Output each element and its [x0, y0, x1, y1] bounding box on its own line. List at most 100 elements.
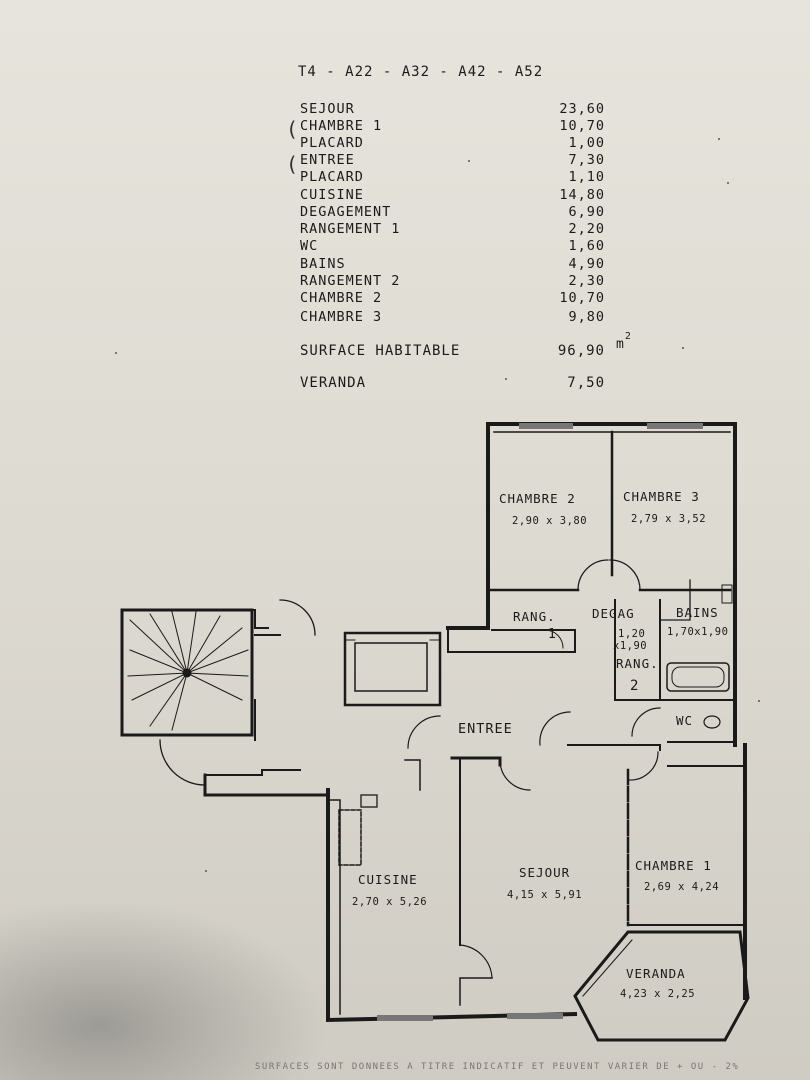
wall — [659, 579, 691, 621]
surface-unit: m2 — [616, 331, 632, 352]
door-arc — [407, 715, 441, 749]
room-dims-chambre-2: 2,90 x 3,80 — [512, 515, 588, 527]
placard — [354, 642, 428, 692]
scan-speck — [682, 347, 684, 349]
door-arc — [631, 707, 661, 737]
room-dims-degag-2: x1,90 — [613, 640, 648, 652]
wall — [614, 599, 661, 701]
room-label-chambre-2: CHAMBRE 2 — [499, 491, 576, 506]
staircase — [120, 608, 254, 737]
surface-value: 14,80 — [559, 187, 605, 203]
wall — [244, 609, 269, 629]
surface-label: WC — [300, 238, 319, 254]
room-dims-veranda: 4,23 x 2,25 — [620, 988, 696, 1000]
surface-value: 1,60 — [568, 238, 605, 254]
room-dims-degag-1: 1,20 — [618, 628, 646, 640]
surface-label: DEGAGEMENT — [300, 204, 392, 220]
surface-value: 7,30 — [568, 152, 605, 168]
surface-row: RANGEMENT 1 2,20 — [0, 221, 810, 239]
footer-note: SURFACES SONT DONNEES A TITRE INDICATIF … — [255, 1062, 740, 1072]
scan-speck — [758, 700, 760, 702]
wall — [447, 627, 576, 653]
veranda-wall — [573, 930, 750, 1042]
room-number-rang-2: 2 — [630, 678, 640, 694]
surface-label: CHAMBRE 1 — [300, 118, 383, 134]
unit-exponent: 2 — [624, 331, 632, 342]
cooktop — [338, 809, 362, 866]
surface-row: CUISINE 14,80 — [0, 187, 810, 205]
room-label-rang-1: RANG. — [513, 609, 556, 624]
surface-row: SEJOUR 23,60 — [0, 101, 810, 119]
surface-label: SEJOUR — [300, 101, 355, 117]
surface-habitable-label: SURFACE HABITABLE — [300, 343, 461, 359]
surface-label: ENTREE — [300, 152, 355, 168]
veranda-wall — [582, 939, 633, 997]
wall — [343, 631, 442, 707]
room-number-rang-1: 1 — [548, 627, 557, 642]
surface-habitable-value: 96,90 — [557, 343, 605, 359]
surface-row: DEGAGEMENT 6,90 — [0, 204, 810, 222]
sink — [721, 584, 733, 604]
wall — [203, 773, 330, 797]
scan-speck — [727, 182, 729, 184]
surface-row: ENTREE 7,30 — [0, 152, 810, 170]
door-arc — [499, 759, 531, 791]
surface-label: PLACARD — [300, 169, 364, 185]
fridge — [360, 794, 378, 808]
surface-value: 2,30 — [568, 273, 605, 289]
wall — [544, 629, 564, 649]
room-label-cuisine: CUISINE — [358, 872, 418, 887]
surface-value: 6,90 — [568, 204, 605, 220]
wall — [254, 634, 281, 741]
room-dims-sejour: 4,15 x 5,91 — [507, 889, 583, 901]
room-label-sejour: SEJOUR — [519, 865, 571, 880]
surface-row: WC 1,60 — [0, 238, 810, 256]
surface-value: 9,80 — [568, 309, 605, 325]
wall — [404, 759, 421, 791]
wall — [491, 629, 576, 651]
room-label-veranda: VERANDA — [626, 966, 686, 981]
door-arc — [459, 944, 493, 979]
surface-value: 10,70 — [559, 290, 605, 306]
bathtub — [666, 662, 730, 692]
surface-label: PLACARD — [300, 135, 364, 151]
document-title: T4 - A22 - A32 - A42 - A52 — [298, 64, 544, 80]
unit-base: m — [616, 337, 625, 352]
wall — [204, 769, 301, 776]
room-label-degag: DEGAG — [592, 606, 635, 621]
outer-wall — [326, 788, 578, 1023]
room-label-bains: BAINS — [676, 605, 719, 620]
room-label-rang-2: RANG. — [616, 656, 659, 671]
door-arc — [159, 739, 206, 786]
room-dims-chambre-3: 2,79 x 3,52 — [631, 513, 707, 525]
bracket-mark: ( — [286, 117, 299, 141]
photo-shadow — [0, 900, 330, 1080]
surface-value: 4,90 — [568, 256, 605, 272]
veranda-label: VERANDA — [300, 375, 367, 391]
scan-speck — [205, 870, 207, 872]
room-dims-chambre-1: 2,69 x 4,24 — [644, 881, 720, 893]
surface-habitable-row: SURFACE HABITABLE 96,90 m2 — [0, 331, 810, 361]
surface-label: CUISINE — [300, 187, 364, 203]
door-arc — [627, 751, 659, 781]
surface-label: RANGEMENT 1 — [300, 221, 401, 237]
room-dims-cuisine: 2,70 x 5,26 — [352, 896, 428, 908]
room-label-wc: WC — [676, 713, 694, 728]
surface-label: CHAMBRE 2 — [300, 290, 383, 306]
scan-speck — [115, 352, 117, 354]
bathtub-inner — [671, 666, 725, 688]
surface-value: 23,60 — [559, 101, 605, 117]
room-label-entree: ENTREE — [458, 721, 513, 737]
surface-value: 10,70 — [559, 118, 605, 134]
surface-row: CHAMBRE 1 10,70 — [0, 118, 810, 136]
surface-row: CHAMBRE 2 10,70 — [0, 290, 810, 308]
wc-bowl — [703, 715, 721, 729]
staircase-treads — [127, 611, 249, 731]
veranda-row: VERANDA 7,50 — [0, 375, 810, 393]
surface-value: 2,20 — [568, 221, 605, 237]
